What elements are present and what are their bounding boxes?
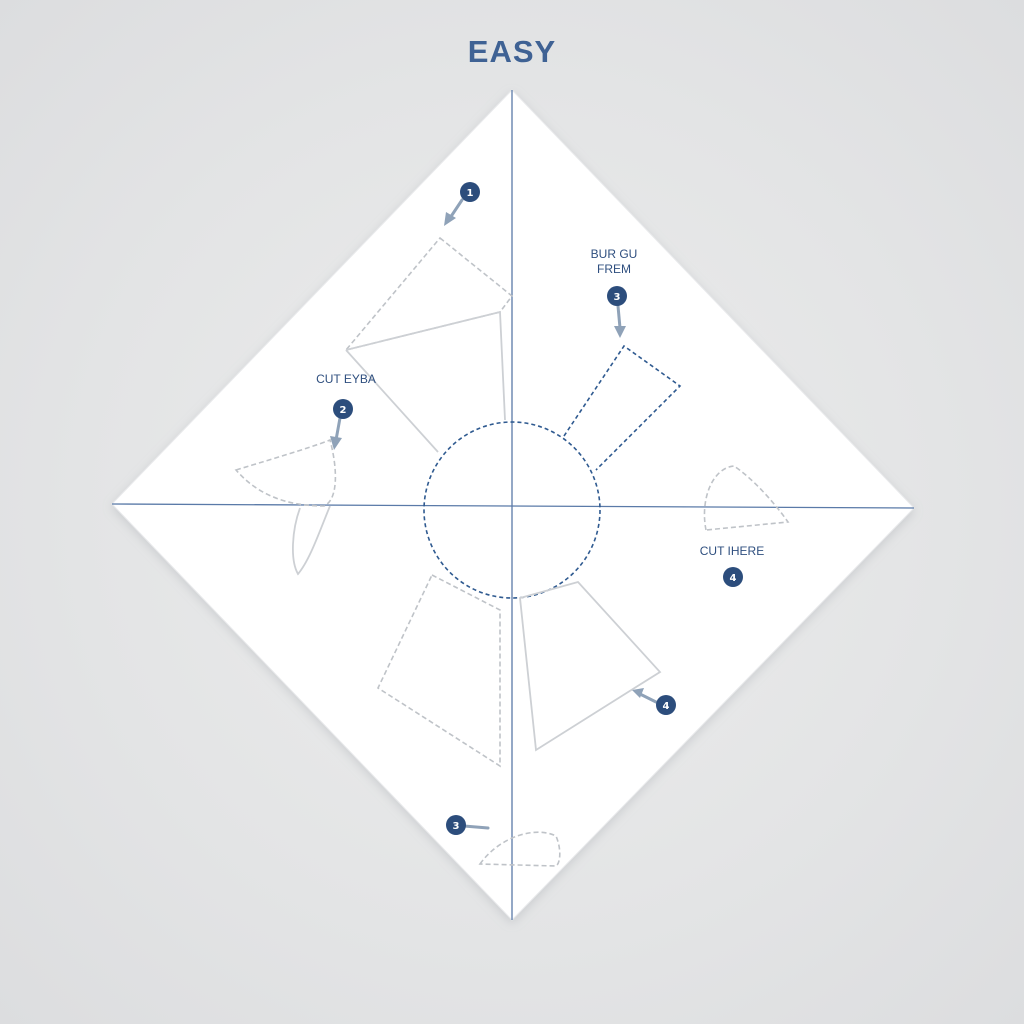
left-crescent-shape [234,438,337,507]
top-right-label-line1: BUR GU [591,247,638,261]
right-cut-label: CUT IHERE [700,544,764,558]
svg-text:4: 4 [730,573,737,584]
step-badge-4-right: 4 [723,567,743,587]
arrow-2 [330,416,342,450]
step-badge-1: 1 [460,182,480,202]
arrow-1 [444,198,464,226]
step-badge-4-bottom: 4 [656,695,676,715]
arrow-3-bottom [462,824,490,830]
arrow-3-top [614,304,626,338]
diagram-title: EASY [467,34,557,69]
bottom-small-shape [478,831,561,867]
center-circle-cut [423,421,601,599]
horizontal-fold-line [111,503,915,509]
top-left-kite-lower-edge [345,310,506,421]
arrow-4-bottom [632,688,658,704]
left-cut-label: CUT EYBA [316,372,376,386]
bottom-right-petal-shape [519,580,662,752]
bottom-left-petal-shape [376,573,501,768]
right-teardrop-shape [703,465,790,531]
svg-text:3: 3 [614,292,621,303]
svg-text:1: 1 [467,188,474,199]
svg-text:2: 2 [340,405,347,416]
svg-text:4: 4 [663,701,670,712]
top-left-kite-stem [345,349,439,453]
step-badge-2: 2 [333,399,353,419]
top-right-label-line2: FREM [597,262,631,276]
step-badge-3-bottom: 3 [446,815,466,835]
svg-text:3: 3 [453,821,460,832]
left-crescent-tail [292,505,331,576]
top-right-rectangle-cut [563,344,682,471]
step-badge-3-top: 3 [607,286,627,306]
